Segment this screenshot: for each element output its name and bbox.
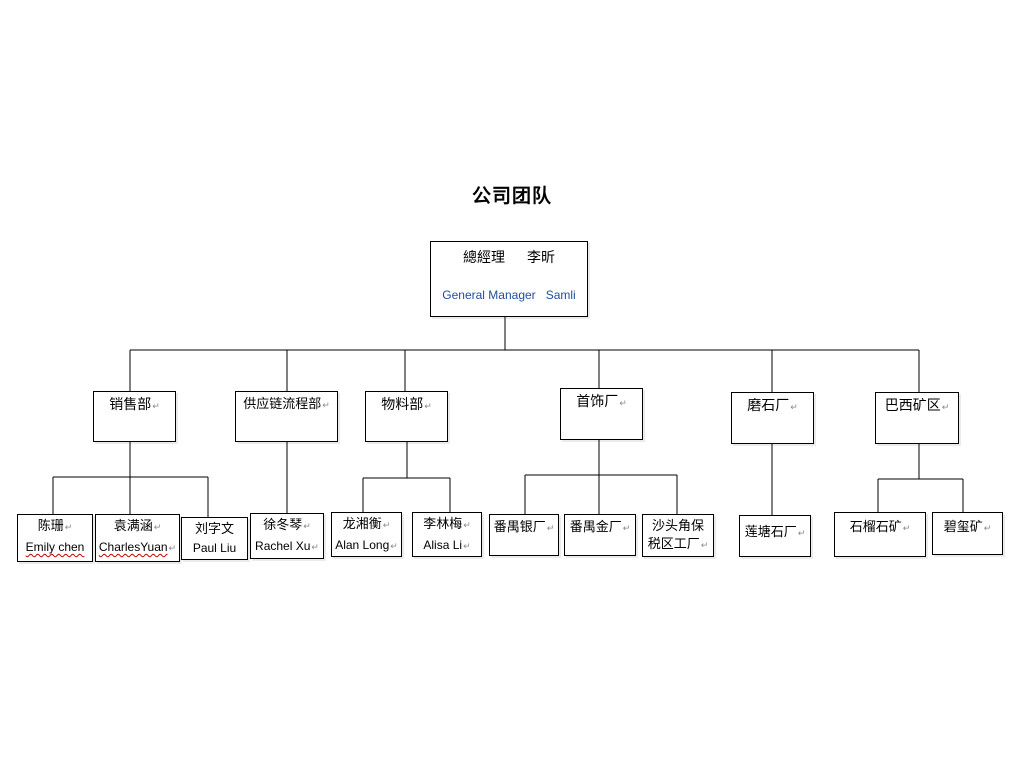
member-name-cn: 番禺银厂 (493, 520, 546, 535)
member-name-cn: 李林梅 (423, 517, 463, 532)
member-name-cn: 袁满涵 (113, 519, 153, 534)
member-name-en: Rachel Xu (255, 539, 311, 553)
member-box: 莲塘石厂↵ (739, 515, 811, 557)
dept-box-materials: 物料部↵ (365, 391, 448, 442)
member-name-cn: 徐冬琴 (263, 518, 303, 533)
gm-box: 總經理 李昕 General Manager Samli (430, 241, 588, 317)
member-name-en: Emily chen (25, 540, 85, 554)
gm-name-en: Samli (545, 288, 576, 302)
member-box: 番禺银厂↵ (489, 514, 559, 556)
dept-box-stone-factory: 磨石厂↵ (731, 392, 814, 444)
member-name-cn: 沙头角保 (651, 519, 704, 534)
member-name-cn: 刘字文 (194, 522, 234, 537)
member-name-cn: 陈珊 (37, 519, 64, 534)
member-box: 陈珊↵ Emily chen (17, 514, 93, 562)
member-box: 龙湘衡↵ Alan Long↵ (331, 512, 402, 557)
member-box: 李林梅↵ Alisa Li↵ (412, 512, 482, 557)
member-name-cn: 龙湘衡 (342, 517, 382, 532)
member-name-cn: 石榴石矿 (849, 520, 902, 535)
dept-box-supply-chain: 供应链流程部↵ (235, 391, 338, 442)
dept-label: 供应链流程部 (243, 397, 322, 412)
member-box: 碧玺矿↵ (932, 512, 1003, 555)
dept-label: 首饰厂 (576, 394, 619, 410)
member-box: 石榴石矿↵ (834, 512, 926, 557)
member-name-cn: 莲塘石厂 (744, 525, 797, 540)
member-name-cn-line2: 税区工厂 (647, 537, 700, 552)
member-box: 番禺金厂↵ (564, 514, 636, 556)
member-box: 刘字文 Paul Liu (181, 517, 248, 560)
dept-box-sales: 销售部↵ (93, 391, 176, 442)
gm-title-en: General Manager (442, 288, 536, 302)
dept-label: 磨石厂 (747, 398, 790, 414)
dept-label: 物料部 (381, 397, 424, 413)
dept-box-brazil-mine: 巴西矿区↵ (875, 392, 959, 444)
member-name-en: Paul Liu (192, 541, 237, 555)
member-name-en: CharlesYuan (98, 540, 168, 554)
member-box: 袁满涵↵ CharlesYuan↵ (95, 514, 180, 562)
chart-title: 公司团队 (471, 185, 552, 207)
member-box: 沙头角保 税区工厂↵ (642, 514, 714, 557)
member-box: 徐冬琴↵ Rachel Xu↵ (250, 513, 324, 559)
member-name-cn: 碧玺矿 (943, 520, 983, 535)
gm-title-cn: 總經理 (463, 250, 505, 266)
member-name-cn: 番禺金厂 (569, 520, 622, 535)
gm-name-cn: 李昕 (527, 250, 555, 266)
member-name-en: Alan Long (335, 538, 390, 552)
dept-label: 巴西矿区 (884, 398, 941, 414)
member-name-en: Alisa Li (423, 538, 463, 552)
dept-label: 销售部 (109, 397, 152, 413)
dept-box-jewelry-factory: 首饰厂↵ (560, 388, 643, 440)
